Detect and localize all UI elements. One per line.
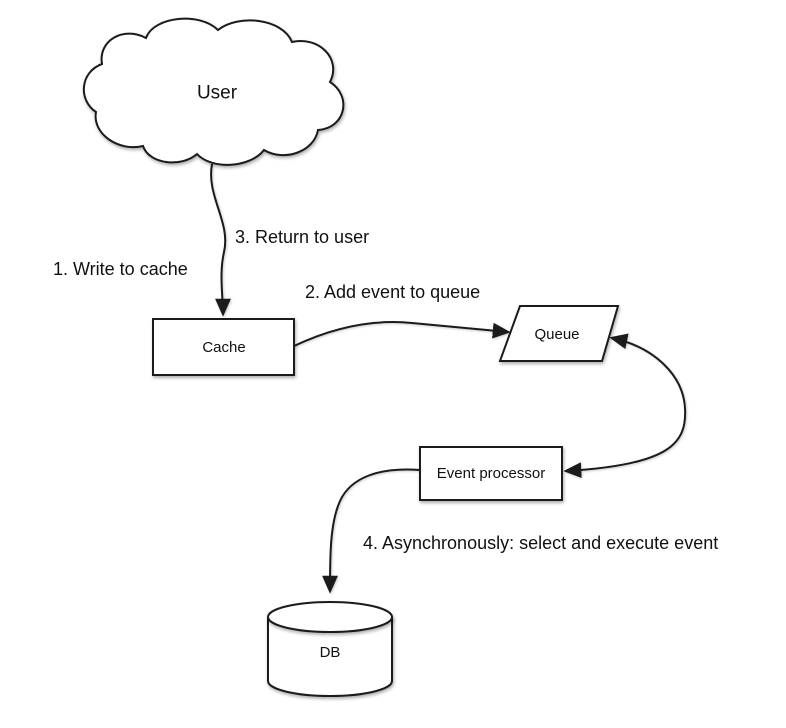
db-cylinder [267,601,393,697]
user-label: User [196,82,238,104]
queue-parallelogram [498,305,620,362]
queue-label: Queue [534,325,580,343]
cache-label: Cache [202,338,246,356]
edge-cache-to-queue [293,321,511,347]
db-cylinder-body [267,617,393,697]
edge-user-to-cache [210,163,231,317]
cache-box [152,318,295,376]
edge-queue-eventprocessor-two-way [563,333,687,479]
annotation-step4: 4. Asynchronously: select and execute ev… [363,533,719,553]
db-cylinder-top [267,601,393,633]
db-label: DB [319,643,341,661]
annotation-step1: 1. Write to cache [53,259,188,279]
event-processor-box [419,446,563,501]
event-processor-label: Event processor [436,464,546,482]
edge-eventprocessor-to-db [322,468,421,594]
user-cloud-shape [82,17,345,166]
annotation-step3: 3. Return to user [235,227,370,247]
annotation-step2: 2. Add event to queue [305,282,481,302]
